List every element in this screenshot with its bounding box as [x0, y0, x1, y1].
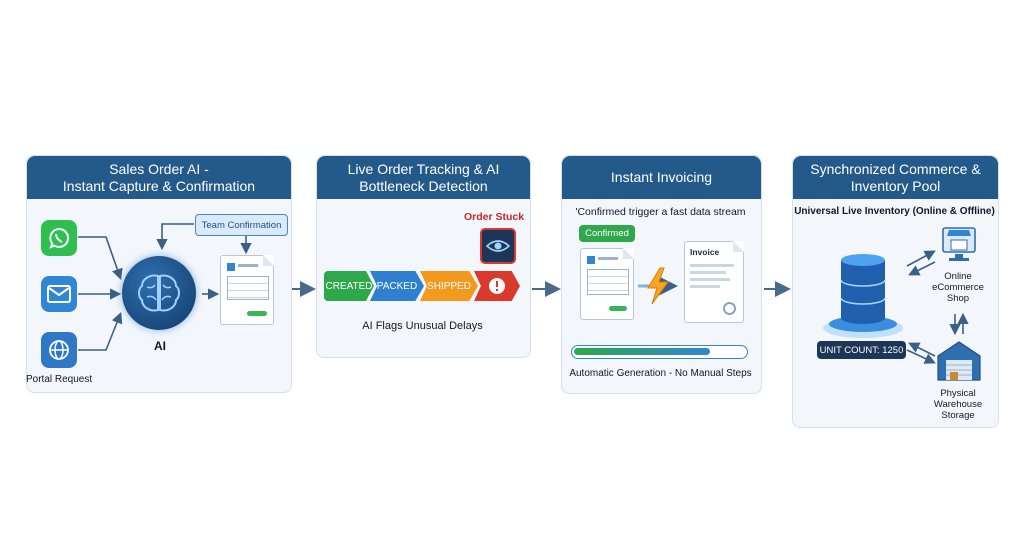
invoice-label: Invoice	[690, 247, 720, 257]
warehouse-line2: Warehouse	[933, 399, 983, 410]
stage-alert	[474, 271, 520, 301]
panel-4-title-line2: Inventory Pool	[850, 177, 941, 194]
panel-2-title-line1: Live Order Tracking & AI	[347, 160, 500, 177]
warehouse-icon	[937, 341, 981, 381]
panel-1-header: Sales Order AI - Instant Capture & Confi…	[27, 156, 291, 199]
unit-count-label: UNIT COUNT: 1250	[819, 344, 904, 356]
portal-request-label: Portal Request	[26, 374, 93, 385]
order-stuck-label: Order Stuck	[463, 211, 525, 223]
invoice-document-icon: Invoice	[684, 241, 744, 323]
online-shop-line2: eCommerce	[932, 282, 984, 293]
warehouse-label: Physical Warehouse Storage	[926, 388, 990, 421]
trigger-text: 'Confirmed trigger a fast data stream	[575, 206, 746, 218]
online-shop-label: Online eCommerce Shop	[928, 271, 988, 304]
database-icon	[823, 254, 903, 338]
warehouse-line3: Storage	[941, 410, 975, 421]
invoice-progress-bar	[571, 345, 748, 359]
panel-4-header: Synchronized Commerce & Inventory Pool	[793, 156, 998, 199]
online-shop-icon	[942, 227, 976, 261]
confirmed-badge: Confirmed	[579, 225, 635, 242]
email-icon	[41, 276, 77, 312]
stage-shipped-label: SHIPPED	[427, 280, 471, 292]
online-shop-line3: Shop	[946, 293, 970, 304]
order-document-icon	[220, 255, 274, 325]
panel-3-header: Instant Invoicing	[562, 156, 761, 199]
invoice-progress-fill	[574, 348, 710, 355]
panel-1-title-line1: Sales Order AI -	[109, 160, 209, 177]
stage-shipped: SHIPPED	[420, 271, 478, 301]
warehouse-line1: Physical	[940, 388, 976, 399]
inventory-sync-arrows	[906, 250, 969, 364]
panel-4-title-line1: Synchronized Commerce &	[810, 160, 981, 177]
whatsapp-icon	[41, 220, 77, 256]
panel-3-title: Instant Invoicing	[610, 169, 713, 185]
panel-1-title-line2: Instant Capture & Confirmation	[62, 177, 256, 194]
inventory-subtitle: Universal Live Inventory (Online & Offli…	[794, 206, 995, 217]
lightning-icon	[638, 267, 678, 305]
ai-brain-node	[122, 256, 196, 330]
panel-1-arrows	[78, 223, 252, 351]
globe-icon	[41, 332, 77, 368]
ai-flags-text: AI Flags Unusual Delays	[362, 320, 483, 332]
ai-label: AI	[154, 339, 166, 353]
panel-2-title-line2: Bottleneck Detection	[359, 177, 488, 194]
unit-count-badge: UNIT COUNT: 1250	[817, 341, 906, 359]
stage-created: CREATED	[324, 271, 374, 301]
eye-monitor-icon	[480, 228, 516, 264]
panel-inventory-pool: Synchronized Commerce & Inventory Pool	[792, 155, 999, 428]
alert-icon	[489, 278, 505, 294]
team-confirmation-label: Team Confirmation	[201, 219, 282, 231]
online-shop-line1: Online	[944, 271, 972, 282]
stage-created-label: CREATED	[325, 280, 373, 292]
auto-generation-text: Automatic Generation - No Manual Steps	[569, 368, 752, 379]
stage-packed-label: PACKED	[376, 280, 418, 292]
confirmed-document-icon	[580, 248, 634, 320]
stage-packed: PACKED	[370, 271, 424, 301]
confirmed-label: Confirmed	[585, 228, 629, 239]
team-confirmation-badge: Team Confirmation	[195, 214, 288, 236]
stamp-icon	[723, 302, 736, 315]
panel-2-header: Live Order Tracking & AI Bottleneck Dete…	[317, 156, 530, 199]
brain-icon	[138, 274, 180, 312]
